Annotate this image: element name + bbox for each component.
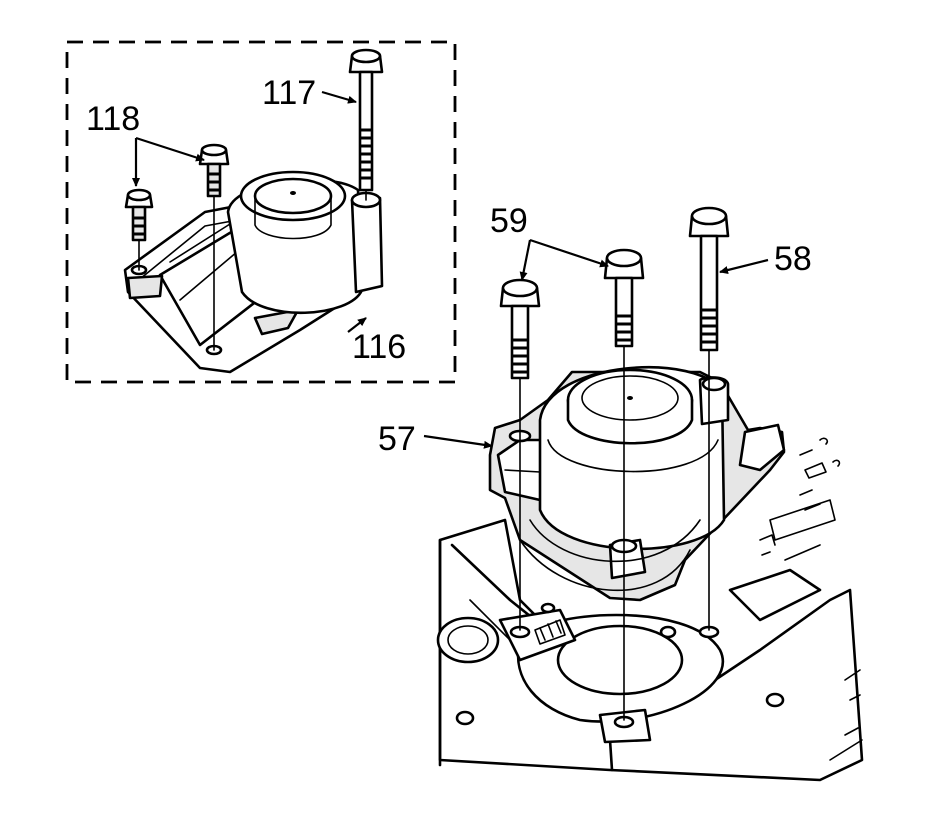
- inset-detail-box: [65, 40, 457, 384]
- bolt-118-right: [198, 143, 230, 351]
- alt-mount-bracket-116: [123, 170, 384, 374]
- callout-117: 117: [262, 74, 316, 112]
- bolt-guide-lines: [365, 189, 710, 721]
- callout-59: 59: [490, 202, 528, 240]
- callout-116: 116: [352, 328, 406, 366]
- bolt-59-center: [603, 248, 645, 348]
- transmission-housing-base: [436, 437, 864, 782]
- bolt-58: [688, 206, 730, 352]
- callout-118: 118: [86, 100, 140, 138]
- bolt-118-left: [124, 188, 154, 271]
- callout-labels: 117 118 116 59 58 57: [86, 74, 812, 458]
- callout-57: 57: [378, 420, 416, 458]
- bolt-117: [348, 48, 384, 192]
- bolt-59-left: [499, 278, 541, 380]
- leader-lines: [132, 90, 769, 449]
- callout-58: 58: [774, 240, 812, 278]
- mount-bracket-57: [488, 365, 786, 602]
